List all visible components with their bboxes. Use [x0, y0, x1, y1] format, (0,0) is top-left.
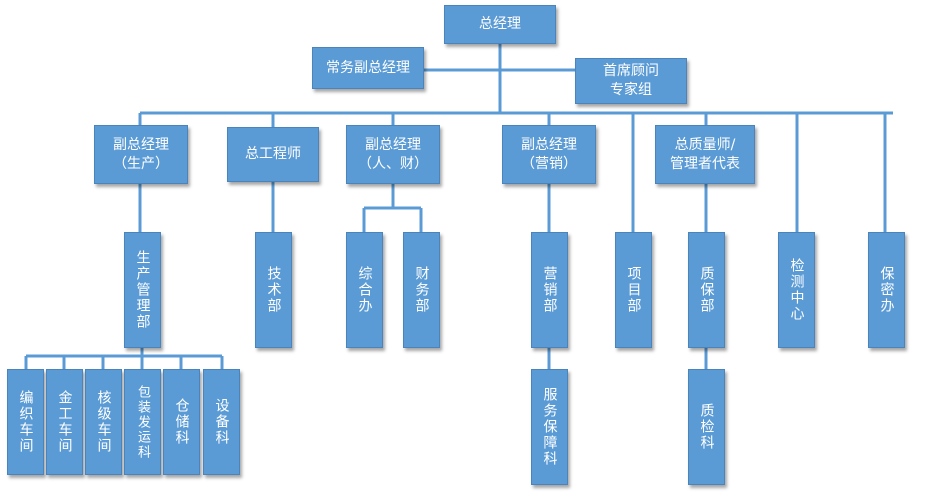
executive-vp-box[interactable]: 常务副总经理 — [312, 47, 424, 89]
workshop-packing-label: 包装发运科 — [135, 384, 150, 460]
inspection-section-label: 质检科 — [698, 403, 715, 451]
production-mgmt-label: 生产管理部 — [134, 250, 151, 330]
project-dept-label: 项目部 — [625, 266, 642, 314]
service-section-box[interactable]: 服务保障科 — [531, 369, 568, 485]
workshop-nuclear-box[interactable]: 核级车间 — [85, 369, 122, 475]
testing-center-box[interactable]: 检测中心 — [778, 232, 815, 348]
quality-head-label-1: 总质量师/ — [674, 136, 736, 153]
workshop-packing-box[interactable]: 包装发运科 — [124, 369, 161, 475]
chief-advisor-label-2: 专家组 — [610, 82, 652, 98]
tech-dept-label: 技术部 — [265, 266, 282, 314]
project-dept-box[interactable]: 项目部 — [615, 232, 652, 348]
workshop-editing-label: 编织车间 — [17, 390, 34, 454]
workshop-metal-label: 金工车间 — [56, 390, 73, 454]
vp-production-box[interactable]: 副总经理 （生产） — [94, 125, 188, 184]
equipment-box[interactable]: 设备科 — [203, 369, 240, 475]
general-manager-box[interactable]: 总经理 — [444, 5, 556, 44]
workshop-metal-box[interactable]: 金工车间 — [46, 369, 83, 475]
warehouse-label: 仓储科 — [173, 398, 190, 446]
vp-hr-finance-box[interactable]: 副总经理 （人、财） — [346, 125, 440, 184]
finance-dept-label: 财务部 — [413, 266, 430, 314]
quality-dept-box[interactable]: 质保部 — [688, 232, 725, 348]
service-section-label: 服务保障科 — [541, 387, 558, 467]
quality-head-label-2: 管理者代表 — [670, 155, 740, 172]
warehouse-box[interactable]: 仓储科 — [163, 369, 200, 475]
chief-advisor-box[interactable]: 首席顾问 专家组 — [575, 58, 687, 104]
vp-production-label-1: 副总经理 — [113, 136, 169, 153]
vp-production-label-2: （生产） — [113, 155, 169, 172]
marketing-dept-label: 营销部 — [541, 266, 558, 314]
marketing-dept-box[interactable]: 营销部 — [531, 232, 568, 348]
finance-dept-box[interactable]: 财务部 — [403, 232, 440, 348]
chief-engineer-box[interactable]: 总工程师 — [227, 127, 319, 182]
testing-center-label: 检测中心 — [788, 258, 805, 322]
vp-marketing-box[interactable]: 副总经理 （营销） — [502, 125, 596, 184]
security-office-label: 保密办 — [878, 266, 895, 314]
vp-marketing-label-2: （营销） — [521, 155, 577, 172]
chief-advisor-label-1: 首席顾问 — [603, 63, 659, 79]
equipment-label: 设备科 — [213, 398, 230, 446]
vp-marketing-label-1: 副总经理 — [521, 136, 577, 153]
quality-dept-label: 质保部 — [698, 266, 715, 314]
quality-head-box[interactable]: 总质量师/ 管理者代表 — [655, 125, 755, 184]
production-mgmt-box[interactable]: 生产管理部 — [124, 232, 161, 348]
tech-dept-box[interactable]: 技术部 — [255, 232, 292, 348]
vp-hr-finance-label-1: 副总经理 — [365, 136, 421, 153]
security-office-box[interactable]: 保密办 — [868, 232, 905, 348]
inspection-section-box[interactable]: 质检科 — [688, 369, 725, 485]
workshop-nuclear-label: 核级车间 — [95, 390, 112, 454]
workshop-editing-box[interactable]: 编织车间 — [7, 369, 44, 475]
executive-vp-label: 常务副总经理 — [326, 59, 410, 76]
general-office-box[interactable]: 综合办 — [346, 232, 383, 348]
general-office-label: 综合办 — [356, 266, 373, 314]
vp-hr-finance-label-2: （人、财） — [358, 155, 428, 172]
chief-engineer-label: 总工程师 — [245, 146, 301, 162]
general-manager-label: 总经理 — [479, 16, 521, 32]
